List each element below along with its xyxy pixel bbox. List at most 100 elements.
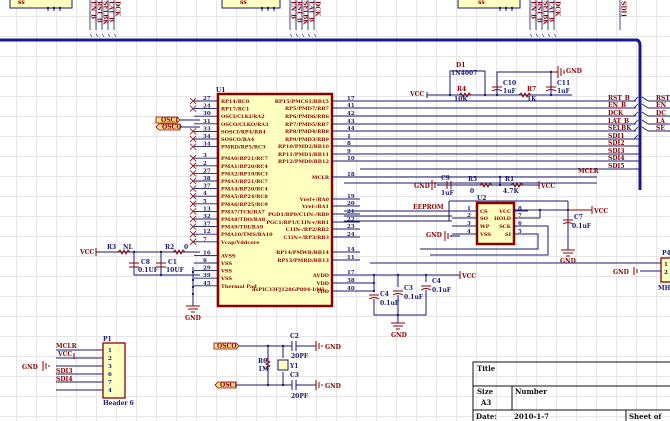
r5-value: 0 bbox=[470, 188, 474, 195]
svg-text:WP: WP bbox=[479, 224, 490, 230]
svg-text:38: 38 bbox=[203, 176, 211, 182]
svg-text:39: 39 bbox=[203, 273, 211, 279]
u1-designator: U1 bbox=[216, 87, 225, 94]
c3-ref: C3 bbox=[290, 372, 299, 379]
gnd-icon bbox=[42, 361, 50, 371]
net-port-osco: OSCO bbox=[155, 123, 200, 131]
top-bus-net: RST_B bbox=[96, 1, 103, 23]
c3-value: 20PF bbox=[291, 393, 309, 400]
bus-net-label: LAT_B bbox=[608, 118, 629, 125]
top-bus-net: EN_B bbox=[90, 1, 97, 19]
gnd-icon bbox=[633, 267, 638, 275]
gnd-label: GND bbox=[414, 183, 430, 190]
svg-text:23: 23 bbox=[347, 224, 355, 230]
svg-text:Vref+/RA0: Vref+/RA0 bbox=[299, 197, 330, 203]
svg-text:14: 14 bbox=[347, 247, 355, 253]
svg-text:Vref-/RA1: Vref-/RA1 bbox=[301, 204, 329, 210]
svg-text:RP7/PMD5/RB7: RP7/PMD5/RB7 bbox=[285, 122, 330, 128]
svg-text:34: 34 bbox=[203, 134, 211, 140]
svg-text:OSCI: OSCI bbox=[220, 382, 237, 389]
d1-ref: D1 bbox=[456, 62, 465, 69]
bus-net-labels: RST_BEN_BDCKLAT_BSELBKSDI1SDI2SDI3SDI4SD… bbox=[360, 95, 670, 170]
svg-text:18: 18 bbox=[347, 172, 355, 178]
svg-text:PMRD/RP5/RC3: PMRD/RP5/RC3 bbox=[221, 145, 266, 151]
p4-ref: P4 bbox=[662, 250, 670, 257]
svg-text:PMA9/TDI/RA9: PMA9/TDI/RA9 bbox=[221, 225, 264, 231]
svg-text:1: 1 bbox=[347, 134, 351, 140]
bus-net-label: RST_B bbox=[608, 95, 630, 102]
bus-net-label-right: LA bbox=[656, 118, 665, 125]
gnd-label: GND bbox=[391, 332, 407, 339]
u1-body bbox=[216, 92, 334, 308]
svg-text:5: 5 bbox=[203, 199, 207, 205]
no-connect-icon bbox=[189, 97, 197, 105]
vcc-label: VCC bbox=[409, 91, 424, 98]
svg-text:20: 20 bbox=[347, 201, 355, 207]
svg-text:8: 8 bbox=[518, 206, 522, 212]
gnd-icon bbox=[186, 305, 200, 313]
no-connect-icon bbox=[189, 135, 197, 143]
svg-text:22: 22 bbox=[347, 217, 355, 223]
c9-ref: C9 bbox=[441, 175, 450, 182]
svg-text:SCK: SCK bbox=[499, 224, 512, 230]
svg-text:16: 16 bbox=[203, 250, 211, 256]
top-bus-net: RST_B bbox=[296, 1, 303, 23]
svg-text:1: 1 bbox=[467, 206, 471, 212]
svg-text:19: 19 bbox=[347, 194, 355, 200]
size-value: A3 bbox=[480, 398, 491, 407]
p1-pin-number: 6 bbox=[108, 372, 112, 378]
top-bus-net: LAT_B bbox=[308, 1, 315, 22]
bus-net-label-right: SE bbox=[656, 125, 665, 132]
y1-ref: Y1 bbox=[289, 363, 298, 370]
bus-net-label: SDI5 bbox=[608, 163, 625, 170]
svg-text:MCLR: MCLR bbox=[312, 175, 330, 181]
svg-text:PMA0/RP21/RC7: PMA0/RP21/RC7 bbox=[221, 156, 268, 162]
no-connect-icon bbox=[189, 143, 197, 150]
c9-value: 1uF bbox=[441, 190, 455, 197]
svg-text:VSS: VSS bbox=[479, 232, 491, 238]
no-connect-icon bbox=[189, 192, 197, 200]
u2-body bbox=[475, 201, 516, 246]
svg-text:17: 17 bbox=[347, 270, 355, 276]
svg-text:30: 30 bbox=[203, 111, 211, 117]
c10-value: 1uF bbox=[503, 88, 517, 95]
bus-line bbox=[0, 38, 642, 121]
gnd-label: GND bbox=[566, 68, 582, 75]
no-connect-icon bbox=[189, 128, 197, 135]
bus-net-label: SDI3 bbox=[608, 148, 625, 155]
svg-text:2: 2 bbox=[467, 213, 471, 219]
r7-value: 1K bbox=[527, 96, 537, 103]
svg-text:PGC1/RP1/C1IN+/RB1: PGC1/RP1/C1IN+/RB1 bbox=[266, 220, 329, 226]
svg-text:VSS: VSS bbox=[220, 261, 232, 267]
svg-text:24: 24 bbox=[347, 232, 355, 238]
gnd-label: GND bbox=[613, 269, 629, 276]
svg-text:33: 33 bbox=[203, 126, 211, 132]
svg-text:RP8/PMD4/RB8: RP8/PMD4/RB8 bbox=[285, 129, 330, 135]
svg-text:OSCO: OSCO bbox=[217, 343, 237, 350]
c2-value: 20PF bbox=[291, 353, 309, 360]
svg-text:6: 6 bbox=[203, 258, 207, 264]
svg-text:7: 7 bbox=[518, 213, 522, 219]
svg-text:38: 38 bbox=[347, 278, 355, 284]
svg-text:PGD1/RP0/C1IN-/RB0: PGD1/RP0/C1IN-/RB0 bbox=[268, 212, 330, 218]
net-port-osci: OSCI bbox=[155, 116, 200, 124]
top-bus-net: DCK bbox=[554, 1, 561, 17]
